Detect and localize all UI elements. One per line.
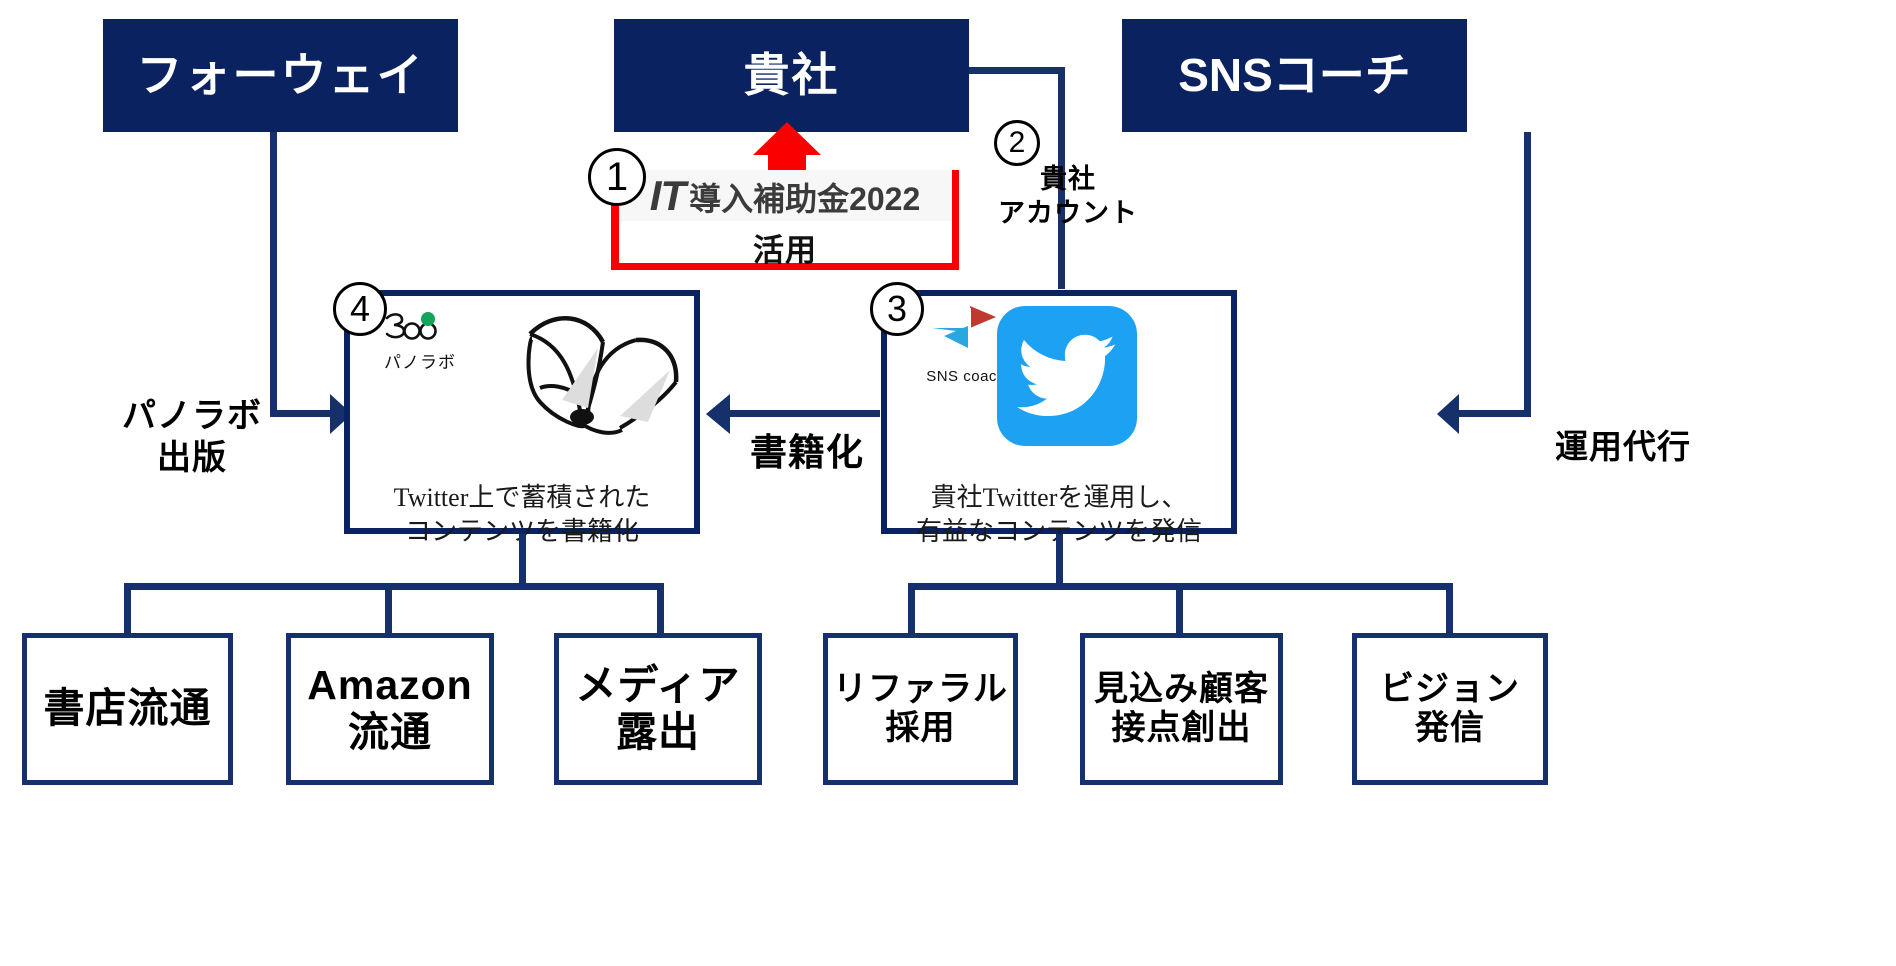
box-outcome-bookstore-label: 書店流通: [43, 685, 212, 732]
box-outcome-media: メディア 露出: [554, 633, 762, 785]
connector-fourway-horizontal: [270, 410, 332, 417]
card-book-publishing: パノラボ Twitter上で蓄積された コンテンツを書籍化: [344, 290, 700, 546]
arrowhead-to-twitter-right: [1437, 394, 1459, 434]
panolab-logo-name: パノラボ: [384, 353, 456, 372]
label-your-account-line2: アカウント: [998, 197, 1138, 228]
it-subsidy-logo-line: IT 導入補助金2022: [618, 170, 952, 221]
box-fourway: フォーウェイ: [103, 19, 458, 132]
box-outcome-prospects: 見込み顧客 接点創出: [1080, 633, 1283, 785]
book-card-caption: Twitter上で蓄積された コンテンツを書籍化: [350, 448, 694, 548]
box-sns-coach-label: SNSコーチ: [1178, 49, 1411, 102]
box-outcome-bookstore: 書店流通: [22, 633, 233, 785]
box-it-subsidy: IT 導入補助金2022 活用: [611, 170, 959, 270]
label-bookify: 書籍化: [722, 430, 892, 476]
step-circle-3: 3: [870, 282, 924, 336]
step-circle-2: 2: [994, 120, 1040, 166]
label-panolab-publish: パノラボ 出版: [82, 352, 302, 480]
branch-left-drop-1: [124, 583, 131, 636]
branch-right-drop-2: [1176, 583, 1183, 636]
snscoach-logo: SNS coach: [907, 304, 1025, 385]
twitter-bird-icon: [1017, 334, 1116, 417]
it-logo-mark: IT: [649, 172, 686, 219]
connector-fourway-vertical: [270, 132, 277, 414]
step-circle-3-label: 3: [886, 288, 908, 329]
arrowhead-bookify: [706, 394, 730, 434]
box-outcome-referral-label: リファラル 採用: [833, 669, 1008, 747]
snscoach-logo-name: SNS coach: [926, 368, 1006, 385]
it-subsidy-usage-label: 活用: [753, 233, 817, 268]
panolab-logo: パノラボ: [384, 312, 514, 373]
connector-company-to-twitter-vertical: [1058, 67, 1065, 289]
twitter-card-caption: 貴社Twitterを運用し、 有益なコンテンツを発信: [887, 448, 1231, 548]
branch-left-stem: [519, 534, 526, 586]
box-outcome-amazon-label: Amazon 流通: [307, 661, 473, 755]
label-your-account-line1: 貴社: [1040, 164, 1096, 194]
box-outcome-vision-label: ビジョン 発信: [1380, 669, 1520, 747]
label-operation-agency: 運用代行: [1555, 385, 1875, 468]
step-circle-4-label: 4: [349, 288, 371, 329]
box-your-company-label: 貴社: [743, 49, 840, 102]
branch-right-stem: [1056, 534, 1063, 586]
box-fourway-label: フォーウェイ: [136, 49, 425, 102]
card-twitter-operation: SNS coach 貴社Twitterを運用し、 有益なコンテンツを発信: [881, 290, 1237, 546]
box-your-company: 貴社: [614, 19, 969, 132]
step-circle-2-label: 2: [1008, 126, 1026, 159]
connector-snscoach-horizontal: [1459, 410, 1531, 417]
box-outcome-media-label: メディア 露出: [575, 661, 741, 755]
branch-right-drop-1: [908, 583, 915, 636]
step-circle-4: 4: [333, 282, 387, 336]
branch-left-drop-3: [657, 583, 664, 636]
box-outcome-amazon: Amazon 流通: [286, 633, 494, 785]
label-bookify-text: 書籍化: [750, 432, 864, 473]
box-sns-coach: SNSコーチ: [1122, 19, 1467, 132]
subsidy-leader-line: [613, 170, 619, 270]
connector-snscoach-vertical: [1524, 132, 1531, 414]
box-outcome-referral: リファラル 採用: [823, 633, 1018, 785]
branch-left-drop-2: [385, 583, 392, 636]
twitter-logo-tile: [997, 306, 1137, 446]
label-your-account: 貴社 アカウント: [978, 163, 1158, 231]
connector-bookify-line: [730, 410, 880, 417]
branch-left-bus: [124, 583, 664, 590]
panolab-360-icon: [385, 312, 437, 340]
snscoach-flag-icon: [932, 306, 996, 350]
twitter-card-caption-text: 貴社Twitterを運用し、 有益なコンテンツを発信: [915, 483, 1202, 546]
step-circle-1: 1: [588, 148, 646, 206]
box-outcome-vision: ビジョン 発信: [1352, 633, 1548, 785]
box-outcome-prospects-label: 見込み顧客 接点創出: [1094, 669, 1269, 747]
subsidy-arrow-head: [753, 122, 821, 155]
it-logo-text: 導入補助金2022: [689, 181, 921, 217]
open-book-icon: [526, 316, 679, 435]
label-operation-agency-text: 運用代行: [1555, 428, 1691, 466]
connector-company-to-twitter-top: [969, 67, 1065, 74]
branch-right-drop-3: [1446, 583, 1453, 636]
step-circle-1-label: 1: [605, 154, 629, 199]
label-panolab-publish-text: パノラボ 出版: [122, 396, 262, 478]
